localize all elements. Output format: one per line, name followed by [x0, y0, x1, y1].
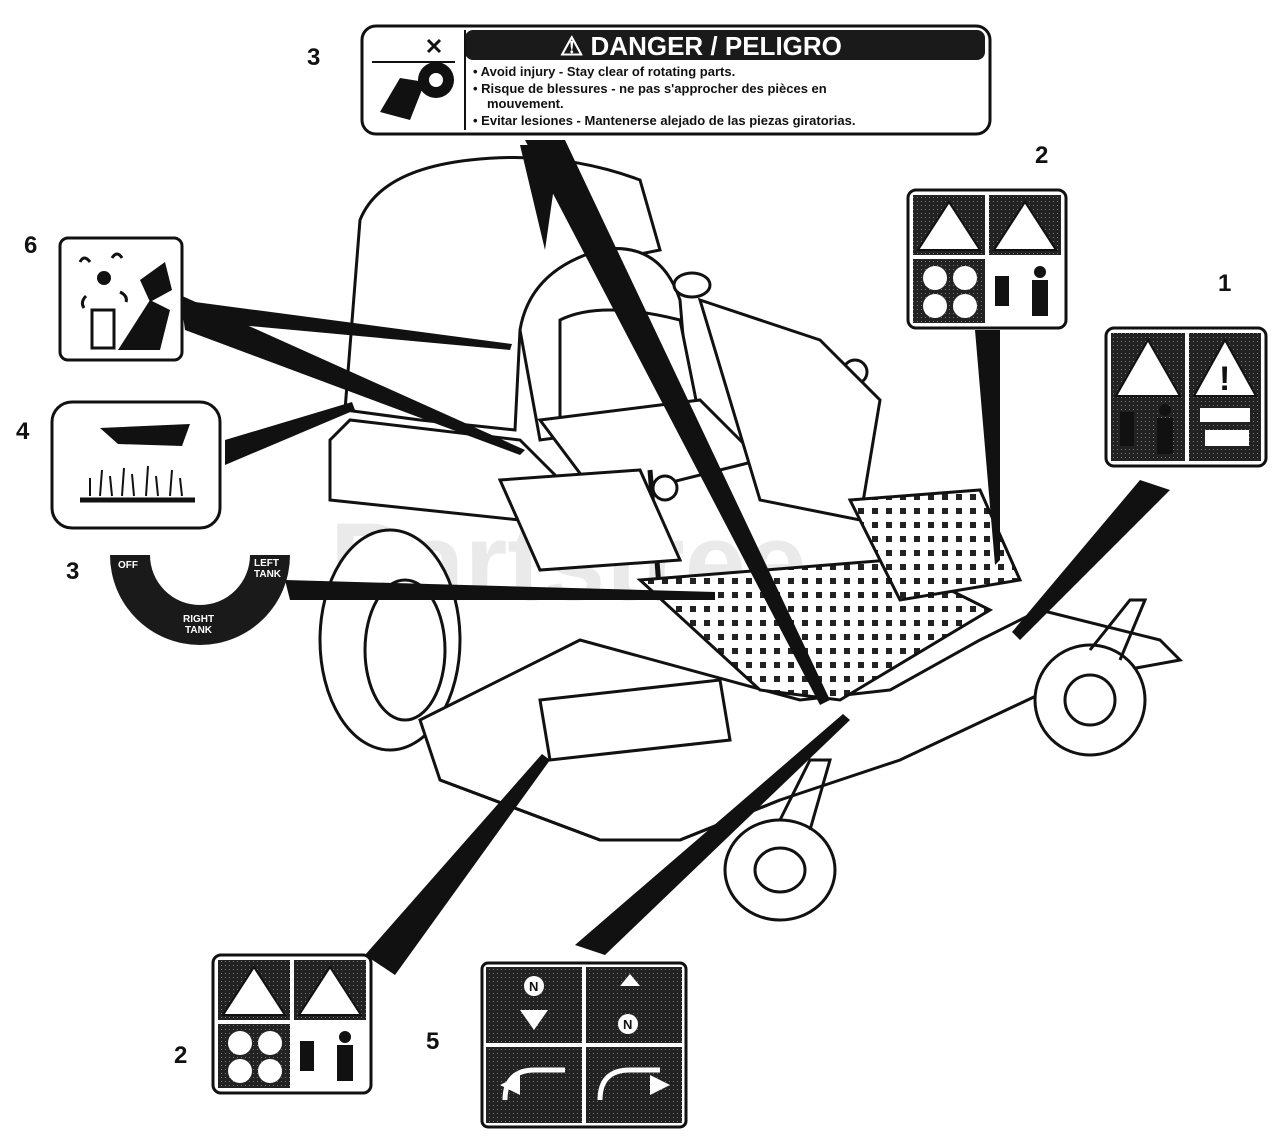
svg-text:N: N	[529, 979, 538, 994]
danger-heading: ⚠ DANGER / PELIGRO	[560, 31, 842, 61]
hot-surface-decal	[50, 400, 222, 530]
foot-rest-grate	[847, 488, 1023, 602]
callout-3-mid: 3	[66, 558, 80, 585]
hand-icon	[100, 424, 190, 446]
callout-5: 5	[426, 1028, 440, 1055]
danger-line-1: • Avoid injury - Stay clear of rotating …	[473, 64, 735, 79]
danger-line-3: • Evitar lesiones - Mantenerse alejado d…	[473, 113, 855, 128]
leader-lines	[180, 140, 1170, 975]
svg-text:!: !	[1219, 360, 1230, 398]
callout-2-bottom: 2	[174, 1042, 188, 1069]
tank-off-label: OFF	[118, 560, 138, 571]
tank-left-label-2: TANK	[254, 569, 282, 580]
danger-line-2: • Risque de blessures - ne pas s'approch…	[473, 81, 827, 96]
svg-text:N: N	[623, 1017, 632, 1032]
hazard-decal-2-bottom	[211, 953, 373, 1095]
hazard-decal-2-top	[906, 188, 1068, 330]
callout-6: 6	[24, 232, 38, 259]
rotating-parts-hazard-icon	[372, 38, 455, 120]
battery-warning-decal	[58, 236, 184, 362]
danger-line-2b: mouvement.	[487, 96, 564, 111]
hazard-decal-1: !	[1104, 326, 1268, 468]
callout-2-top: 2	[1035, 142, 1049, 169]
danger-decal: ⚠ DANGER / PELIGRO • Avoid injury - Stay…	[360, 24, 992, 136]
tank-right-label-2: TANK	[185, 625, 213, 636]
callout-4: 4	[16, 418, 30, 445]
steering-control-decal: N N	[480, 961, 688, 1129]
mower-outline	[318, 156, 1184, 922]
fuel-tank-selector-decal: OFF LEFT TANK RIGHT TANK	[110, 555, 290, 645]
callout-1: 1	[1218, 270, 1232, 297]
callout-3-top: 3	[307, 44, 321, 71]
tank-right-label: RIGHT	[183, 614, 214, 625]
tank-left-label: LEFT	[254, 558, 279, 569]
